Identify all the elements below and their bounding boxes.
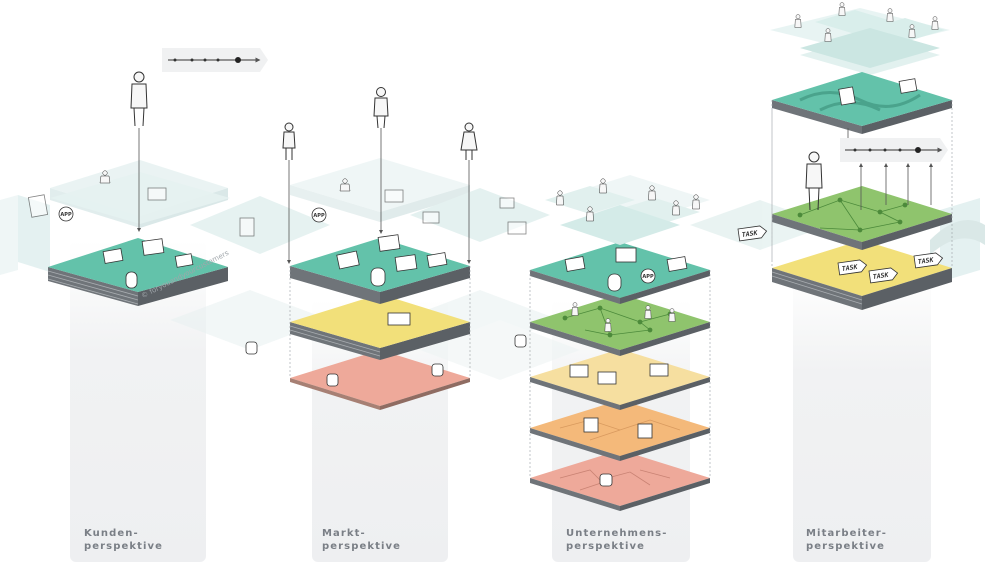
envelope-icon — [898, 78, 918, 94]
letter-icon — [666, 256, 688, 272]
database-icon — [514, 334, 527, 348]
person-icon — [130, 71, 148, 127]
phone-icon — [370, 267, 386, 287]
app-badge-label: APP — [313, 213, 325, 219]
person-icon — [282, 122, 296, 160]
store-icon — [141, 238, 165, 256]
label-line: perspektive — [806, 541, 886, 552]
box-icon — [583, 417, 599, 433]
database-icon — [326, 373, 339, 387]
label-line: perspektive — [566, 541, 646, 552]
letter-icon — [27, 194, 49, 218]
letter-icon — [394, 254, 418, 272]
letter-icon — [102, 248, 124, 264]
mit-top-tiles — [800, 10, 945, 68]
task-label: TASK — [741, 229, 759, 239]
label-kunden: Kunden- perspektive — [84, 527, 163, 553]
letter-icon — [564, 256, 586, 272]
label-line: Unternehmens- — [566, 528, 668, 539]
database-icon — [431, 363, 444, 377]
kunden-timeline — [162, 48, 268, 72]
label-markt: Markt- perspektive — [322, 527, 401, 553]
letter-icon — [239, 217, 255, 237]
layer-icons — [27, 78, 918, 487]
envelope-icon — [422, 211, 440, 224]
markt-yellow-layer — [290, 294, 470, 348]
label-line: Mitarbeiter- — [806, 528, 888, 539]
label-mitarbeiter: Mitarbeiter- perspektive — [806, 527, 887, 553]
app-badge-label: APP — [60, 212, 72, 218]
arrows — [137, 110, 933, 264]
label-unternehmen: Unternehmens- perspektive — [566, 527, 667, 553]
app-badge-label: APP — [642, 274, 654, 280]
markt-teal-layer — [290, 238, 470, 292]
letter-icon — [147, 187, 167, 201]
phone-icon — [607, 273, 622, 292]
envelope-icon — [507, 221, 527, 235]
kunden-stack — [47, 238, 228, 306]
letter-icon — [426, 252, 448, 268]
task-label: TASK — [917, 256, 935, 266]
kunden-ghost-top — [50, 172, 230, 224]
label-line: perspektive — [84, 541, 164, 552]
mitarbeiter-stack — [771, 72, 953, 310]
document-icon — [649, 363, 669, 377]
document-icon — [569, 364, 589, 378]
database-icon — [599, 473, 613, 487]
letter-icon — [174, 253, 194, 268]
label-line: Kunden- — [84, 528, 139, 539]
database-icon — [245, 341, 258, 355]
label-line: Markt- — [322, 528, 366, 539]
panel-mitarbeiter — [793, 270, 931, 562]
document-icon — [597, 371, 617, 385]
person-icon — [460, 122, 478, 160]
store-icon — [615, 247, 637, 263]
task-label: TASK — [841, 263, 859, 273]
box-icon — [637, 423, 653, 439]
envelope-icon — [336, 250, 360, 270]
phone-icon — [499, 197, 515, 209]
document-icon — [838, 86, 856, 106]
person-icon — [805, 151, 823, 211]
app-badges: APP APP APP — [58, 206, 656, 284]
person-icon — [373, 87, 389, 129]
phone-icon — [125, 271, 138, 289]
mit-teal-layer — [772, 72, 952, 126]
letter-icon — [384, 189, 404, 203]
label-line: perspektive — [322, 541, 402, 552]
mit-timeline — [840, 138, 948, 162]
ghost-layer — [190, 196, 330, 254]
task-label: TASK — [872, 271, 890, 281]
persons — [99, 2, 939, 332]
markt-stack — [289, 238, 471, 410]
kunden-teal-layer — [48, 238, 228, 292]
store-icon — [377, 234, 401, 252]
truck-icon — [387, 312, 411, 326]
task-tags: TASK TASK TASK TASK — [737, 225, 944, 284]
